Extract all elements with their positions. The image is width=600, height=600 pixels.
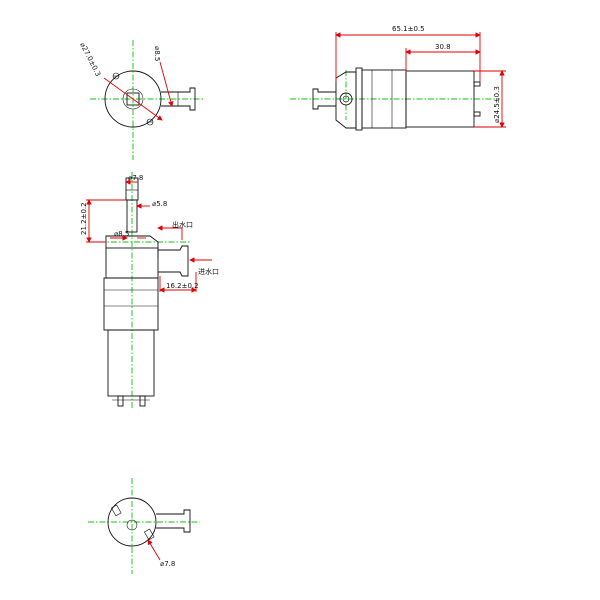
outlet-diameter-side-label: ⌀8.5 (114, 230, 129, 238)
side-view-terminal-2 (473, 111, 481, 117)
bottom-view-body (107, 497, 157, 547)
nozzle-tip-label: ⌀7.8 (128, 174, 143, 182)
bottom-nozzle-label: ⌀7.8 (160, 560, 175, 568)
outlet-diameter-top-label: ⌀8.5 (153, 46, 161, 61)
inlet-label: 进水口 (198, 267, 219, 276)
motor-terminal-right (139, 395, 146, 407)
side-view-port-inner (342, 95, 350, 103)
bottom-view-nozzle (156, 509, 191, 533)
front-view: 21.2±0.2 ⌀7.8 ⌀5.8 ⌀8.5 出水口 进水口 16.2±0.2 (80, 172, 219, 410)
bottom-view-port (126, 519, 138, 531)
inlet-offset-label: 16.2±0.2 (166, 282, 199, 290)
bottom-view-terminal-2 (143, 528, 155, 541)
inlet-nozzle (158, 245, 189, 277)
motor-diameter-label: ⌀24.5±0.3 (493, 86, 501, 123)
gear-housing (103, 277, 159, 331)
bottom-nozzle-leader (147, 539, 161, 561)
end-view-diameter-leader (103, 77, 163, 121)
nozzle-inner-label: ⌀5.8 (152, 200, 167, 208)
end-view-outlet-leader (159, 61, 174, 107)
outlet-label: 出水口 (172, 220, 193, 229)
outlet-height-label: 21.2±0.2 (80, 202, 88, 235)
motor-can (107, 329, 155, 397)
motor-terminal-left (117, 395, 124, 407)
end-view: ⌀27.0±0.3 ⌀8.5 (78, 40, 205, 160)
overall-length-label: 65.1±0.5 (392, 25, 425, 33)
side-view-terminal-1 (473, 81, 481, 87)
side-view-motor-can (405, 70, 475, 128)
side-view-nozzle (312, 88, 336, 110)
end-view-shaft-square (126, 92, 140, 106)
bottom-view: ⌀7.8 (88, 478, 200, 574)
pump-head-top (105, 235, 159, 258)
end-view-nozzle (161, 87, 196, 111)
motor-length-label: 30.8 (435, 43, 451, 51)
bottom-view-terminal-1 (110, 504, 122, 517)
outlet-nozzle-stem (126, 199, 138, 233)
body-diameter-label: ⌀27.0±0.3 (78, 41, 102, 77)
side-view: 65.1±0.5 30.8 ⌀24.5±0.3 (290, 25, 506, 131)
end-view-inner-circle (122, 88, 144, 110)
end-view-body-circle (104, 70, 162, 128)
side-view-port (339, 92, 353, 106)
